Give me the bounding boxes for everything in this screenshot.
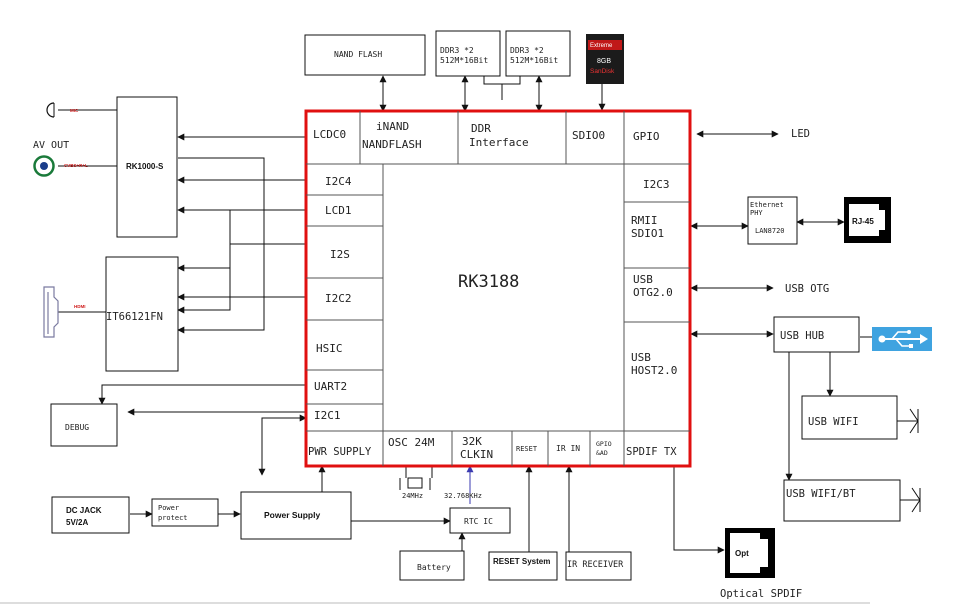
ddr3-a-label-2: 512M*16Bit: [440, 56, 488, 65]
pin-32k: 32K: [462, 435, 482, 448]
ethernet-label-3: LAN8720: [755, 227, 785, 235]
hdmi-label: HDMI: [74, 304, 86, 309]
pin-rmii: RMII: [631, 214, 658, 227]
usb-otg-label: USB OTG: [785, 283, 829, 295]
dc-jack-label-1: DC JACK: [66, 506, 102, 515]
usb-wifi-bt-label: USB WIFI/BT: [786, 488, 856, 500]
crystal-24m: [400, 466, 432, 490]
chip-name: RK3188: [458, 272, 519, 292]
pin-i2c4: I2C4: [325, 175, 352, 188]
pin-i2s: I2S: [330, 248, 350, 261]
pin-osc24m: OSC 24M: [388, 436, 435, 449]
xtal32-label: 32.768KHz: [444, 492, 482, 500]
pin-sdio1: SDIO1: [631, 227, 664, 240]
power-protect-label-1: Power: [158, 504, 179, 512]
led-label: LED: [791, 128, 810, 140]
pin-sdio0: SDIO0: [572, 129, 605, 142]
pin-nandflash: NANDFLASH: [362, 138, 422, 151]
pin-clkin: CLKIN: [460, 448, 493, 461]
optical-spdif-icon: Opt: [725, 528, 775, 578]
ddr3-b-label-1: DDR3 *2: [510, 46, 544, 55]
opt-label: Opt: [735, 549, 749, 558]
pin-usb-otg-2: OTG2.0: [633, 286, 673, 299]
pin-i2c3: I2C3: [643, 178, 670, 191]
xtal24-label: 24MHz: [402, 492, 423, 500]
pin-pwr-supply: PWR SUPPLY: [308, 446, 372, 458]
dc-jack-block: [52, 497, 129, 533]
power-protect-label-2: protect: [158, 514, 188, 522]
rtc-label: RTC IC: [464, 517, 493, 526]
pin-gpio: GPIO: [633, 130, 660, 143]
optical-spdif-label: Optical SPDIF: [720, 588, 802, 600]
usb-hub-label: USB HUB: [780, 330, 824, 342]
pin-inand: iNAND: [376, 120, 409, 133]
pin-i2c2: I2C2: [325, 292, 352, 305]
pin-usb-otg-1: USB: [633, 273, 653, 286]
dc-jack-label-2: 5V/2A: [66, 518, 88, 527]
usb-logo-icon: [872, 327, 932, 351]
ddr3-b-label-2: 512M*16Bit: [510, 56, 558, 65]
pin-ddr: DDR: [471, 122, 491, 135]
battery-label: Battery: [417, 563, 451, 572]
hdmi-connector-icon: [44, 287, 58, 337]
sd-label-1: Extreme: [590, 43, 613, 49]
pin-irin: IR IN: [556, 444, 580, 453]
ir-receiver-label: IR RECEIVER: [567, 560, 624, 570]
ddr3-a-label-1: DDR3 *2: [440, 46, 474, 55]
usb-wifi-bt-block: [784, 480, 900, 521]
debug-label: DEBUG: [65, 423, 89, 432]
pin-i2c1: I2C1: [314, 409, 341, 422]
sd-card-icon: Extreme 8GB SanDisk: [586, 34, 624, 84]
pin-uart2: UART2: [314, 380, 347, 393]
sd-label-3: SanDisk: [590, 68, 615, 75]
pin-lcd1: LCD1: [325, 204, 352, 217]
pin-ddr-interface: Interface: [469, 136, 529, 149]
pin-hsic: HSIC: [316, 342, 343, 355]
rk3188-chip: RK3188 LCDC0 I2C4 LCD1 I2S I2C2 HSIC UAR…: [306, 111, 690, 466]
sd-label-2: 8GB: [597, 58, 611, 65]
av-out-label: AV OUT: [33, 140, 69, 151]
mic-icon: [47, 103, 54, 117]
it66121-label: IT66121FN: [106, 311, 163, 323]
pin-gpio-ad-2: &AD: [596, 449, 608, 457]
mic-label: MIC: [70, 108, 79, 113]
ethernet-label-2: PHY: [750, 209, 763, 217]
pin-usb-host-1: USB: [631, 351, 651, 364]
rj45-label: RJ-45: [852, 217, 874, 226]
usb-wifi-label: USB WIFI: [808, 416, 859, 428]
nand-flash-label: NAND FLASH: [334, 50, 382, 59]
pin-gpio-ad-1: GPIO: [596, 440, 612, 448]
rj45-icon: RJ-45: [844, 197, 891, 243]
cvbs-label: CVBS+R+L: [64, 163, 88, 168]
ethernet-label-1: Ethernet: [750, 201, 784, 209]
power-supply-label: Power Supply: [264, 510, 320, 520]
reset-system-label: RESET System: [493, 557, 550, 566]
pin-lcdc0: LCDC0: [313, 128, 346, 141]
rk1000-label: RK1000-S: [126, 162, 164, 171]
pin-usb-host-2: HOST2.0: [631, 364, 677, 377]
pin-spdif-tx: SPDIF TX: [626, 446, 677, 458]
av-out-jack-icon: [35, 157, 54, 176]
pin-reset: RESET: [516, 445, 538, 453]
